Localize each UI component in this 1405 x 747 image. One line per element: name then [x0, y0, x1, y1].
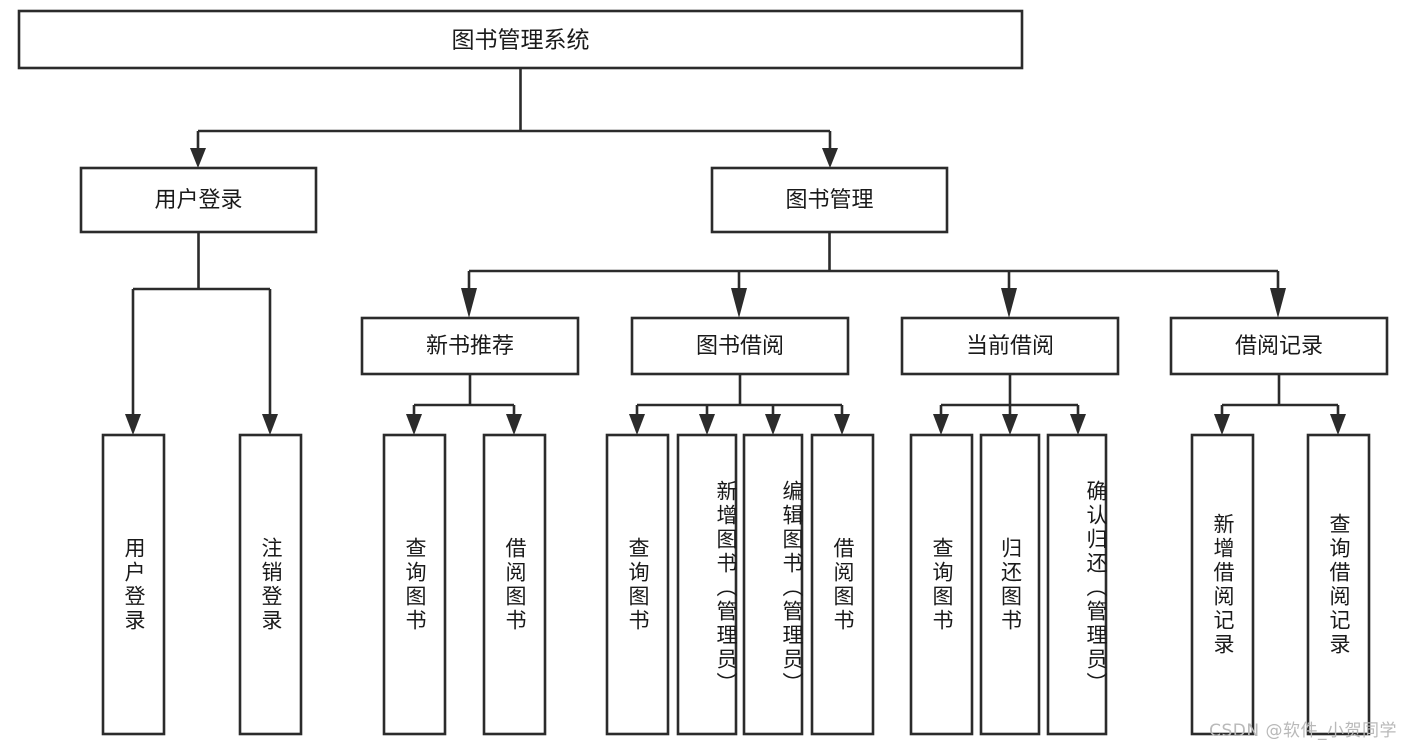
node-book-borrow[interactable]: 图书借阅: [630, 316, 850, 376]
leaf-box-borrow-book-2[interactable]: [810, 433, 875, 736]
node-borrow-record-label: 借阅记录: [1235, 334, 1323, 359]
arrow-head-user-login: [190, 148, 206, 168]
node-root-label: 图书管理系统: [452, 28, 590, 54]
leaf-box-query-book-2[interactable]: [605, 433, 670, 736]
connector-new-book-recommend-to-leaves: [406, 374, 522, 435]
leaf-box-edit-book-admin[interactable]: [742, 433, 804, 736]
connector-root-to-level2: [190, 68, 838, 168]
node-new-book-recommend-box[interactable]: [360, 316, 580, 376]
node-borrow-record[interactable]: 借阅记录: [1169, 316, 1389, 376]
leaf-box-add-book-admin[interactable]: [676, 433, 738, 736]
leaf-box-logout[interactable]: [238, 433, 303, 736]
connector-book-manage-to-level3: [461, 232, 1286, 318]
node-current-borrow-box[interactable]: [900, 316, 1120, 376]
connector-user-login-to-leaves: [125, 232, 278, 435]
node-user-login-label: 用户登录: [154, 188, 242, 213]
leaf-box-add-borrow-record[interactable]: [1190, 433, 1255, 736]
node-new-book-recommend[interactable]: 新书推荐: [360, 316, 580, 376]
leaf-box-user-login[interactable]: [101, 433, 166, 736]
node-user-login[interactable]: 用户登录: [79, 166, 318, 234]
node-root-box[interactable]: [17, 9, 1024, 70]
leaf-box-confirm-return-admin[interactable]: [1046, 433, 1108, 736]
leaf-box-query-book-1[interactable]: [382, 433, 447, 736]
leaf-box-query-borrow-record[interactable]: [1306, 433, 1371, 736]
node-new-book-recommend-label: 新书推荐: [426, 334, 514, 359]
leaf-box-query-book-3[interactable]: [909, 433, 974, 736]
connector-current-borrow-to-leaves: [933, 374, 1086, 435]
leaf-box-borrow-book-1[interactable]: [482, 433, 547, 736]
node-book-manage-label: 图书管理: [785, 188, 873, 213]
node-root[interactable]: 图书管理系统: [17, 9, 1024, 70]
connector-book-borrow-to-leaves: [629, 374, 850, 435]
arrow-head-book-manage: [822, 148, 838, 168]
leaf-box-return-book[interactable]: [979, 433, 1041, 736]
node-current-borrow-label: 当前借阅: [966, 334, 1054, 359]
csdn-watermark: CSDN @软件_小贺同学: [1209, 721, 1397, 741]
connector-borrow-record-to-leaves: [1214, 374, 1346, 435]
node-book-borrow-label: 图书借阅: [696, 334, 784, 359]
node-user-login-box[interactable]: [79, 166, 318, 234]
node-current-borrow[interactable]: 当前借阅: [900, 316, 1120, 376]
node-book-manage[interactable]: 图书管理: [710, 166, 949, 234]
